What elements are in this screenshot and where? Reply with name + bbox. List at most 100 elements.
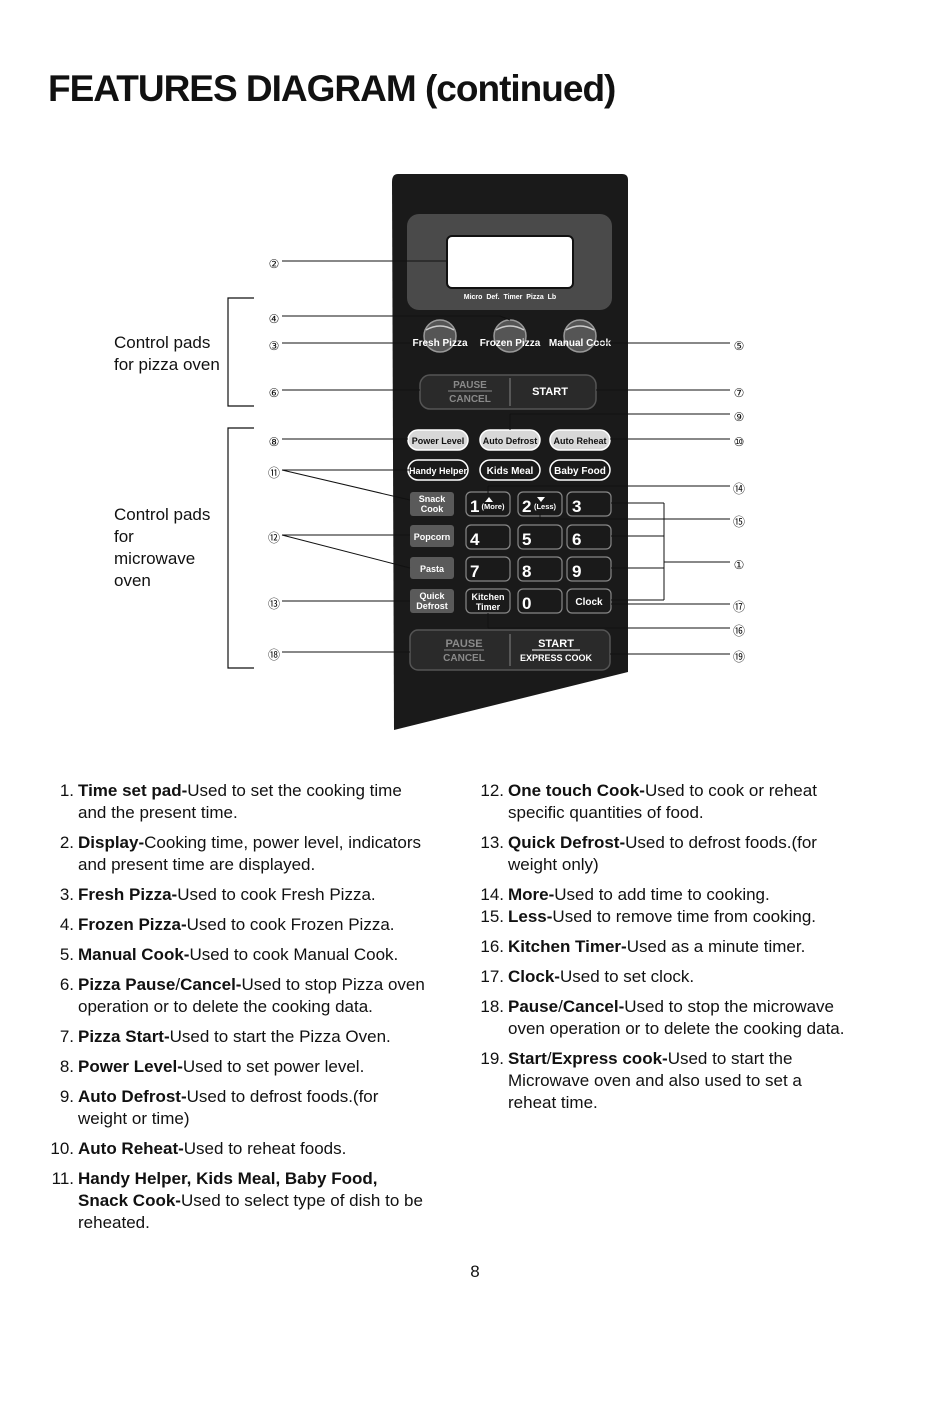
page-title: FEATURES DIAGRAM (continued) bbox=[48, 68, 616, 109]
snack-cook-button[interactable]: Snack Cook bbox=[410, 492, 454, 516]
svg-text:Kitchen: Kitchen bbox=[471, 592, 504, 602]
features-list-right: 12.One touch Cook-Used to cook or reheat… bbox=[478, 780, 898, 1122]
list-item: 16.Kitchen Timer-Used as a minute timer. bbox=[480, 937, 806, 956]
down-arrow-icon bbox=[537, 497, 545, 502]
auto-defrost-button[interactable]: Auto Defrost bbox=[479, 429, 541, 451]
digit-0-button[interactable]: 0 bbox=[517, 588, 563, 614]
microwave-start-express-button[interactable]: START EXPRESS COOK bbox=[520, 638, 593, 663]
digit-2-less-button[interactable]: 2 (Less) bbox=[517, 491, 563, 517]
list-item: 13.Quick Defrost-Used to defrost foods.(… bbox=[480, 833, 817, 874]
svg-text:5: 5 bbox=[522, 530, 531, 549]
svg-text:4: 4 bbox=[470, 530, 480, 549]
svg-text:EXPRESS COOK: EXPRESS COOK bbox=[520, 653, 593, 663]
kitchen-timer-button[interactable]: Kitchen Timer bbox=[465, 588, 511, 614]
digit-6-button[interactable]: 6 bbox=[566, 524, 612, 550]
digit-7-button[interactable]: 7 bbox=[465, 556, 511, 582]
svg-text:Power Level: Power Level bbox=[412, 436, 465, 446]
callout-5: ⑤ bbox=[734, 339, 745, 353]
svg-text:1: 1 bbox=[470, 497, 479, 516]
page-number: 8 bbox=[470, 1262, 480, 1281]
svg-text:6: 6 bbox=[572, 530, 581, 549]
callout-11: ⑪ bbox=[268, 466, 280, 480]
microwave-pause-cancel-button[interactable]: PAUSE CANCEL bbox=[443, 638, 485, 664]
fresh-pizza-label: Fresh Pizza bbox=[412, 338, 467, 349]
digit-5-button[interactable]: 5 bbox=[517, 524, 563, 550]
list-item: 12.One touch Cook-Used to cook or reheat… bbox=[480, 781, 817, 822]
power-level-button[interactable]: Power Level bbox=[407, 429, 469, 451]
callout-10: ⑩ bbox=[734, 435, 745, 449]
callout-3: ③ bbox=[269, 339, 280, 353]
list-item: 14.More-Used to add time to cooking. bbox=[480, 885, 770, 904]
pizza-start-button[interactable]: START bbox=[532, 386, 568, 398]
display-window bbox=[446, 235, 574, 289]
pasta-button[interactable]: Pasta bbox=[410, 557, 454, 579]
baby-food-button[interactable]: Baby Food bbox=[549, 459, 611, 481]
callout-6: ⑥ bbox=[269, 386, 280, 400]
svg-text:Pasta: Pasta bbox=[420, 564, 445, 574]
quick-defrost-button[interactable]: Quick Defrost bbox=[410, 589, 454, 613]
callout-9: ⑨ bbox=[734, 410, 745, 424]
svg-text:7: 7 bbox=[470, 562, 479, 581]
list-item: 3.Fresh Pizza-Used to cook Fresh Pizza. bbox=[59, 885, 376, 904]
clock-button[interactable]: Clock bbox=[566, 588, 612, 614]
handy-helper-button[interactable]: Handy Helper bbox=[407, 459, 469, 481]
list-item: 10.Auto Reheat-Used to reheat foods. bbox=[50, 1139, 347, 1158]
pizza-control-bar bbox=[419, 374, 597, 410]
svg-text:Quick: Quick bbox=[419, 591, 445, 601]
features-list-left: 1.Time set pad-Used to set the cooking t… bbox=[48, 780, 448, 1242]
svg-text:Snack: Snack bbox=[419, 494, 447, 504]
list-item: 17.Clock-Used to set clock. bbox=[480, 967, 695, 986]
svg-text:CANCEL: CANCEL bbox=[449, 394, 491, 405]
svg-text:9: 9 bbox=[572, 562, 581, 581]
list-item: 4.Frozen Pizza-Used to cook Frozen Pizza… bbox=[59, 915, 395, 934]
auto-reheat-button[interactable]: Auto Reheat bbox=[549, 429, 611, 451]
list-item: 15.Less-Used to remove time from cooking… bbox=[480, 907, 817, 926]
svg-text:8: 8 bbox=[522, 562, 531, 581]
svg-text:Popcorn: Popcorn bbox=[414, 532, 451, 542]
svg-text:Handy Helper: Handy Helper bbox=[409, 466, 468, 476]
list-item: 11.Handy Helper, Kids Meal, Baby Food,Sn… bbox=[51, 1169, 423, 1232]
pizza-bracket bbox=[227, 297, 254, 407]
fresh-pizza-button[interactable]: Fresh Pizza bbox=[412, 319, 468, 353]
list-item: 6.Pizza Pause/Cancel-Used to stop Pizza … bbox=[59, 975, 425, 1016]
callout-4: ④ bbox=[269, 312, 280, 326]
digit-1-more-button[interactable]: 1 (More) bbox=[465, 491, 511, 517]
svg-text:CANCEL: CANCEL bbox=[443, 653, 485, 664]
svg-text:PAUSE: PAUSE bbox=[445, 638, 482, 650]
svg-text:(More): (More) bbox=[482, 502, 505, 511]
svg-text:2: 2 bbox=[522, 497, 531, 516]
svg-text:Defrost: Defrost bbox=[416, 601, 448, 611]
svg-text:START: START bbox=[538, 638, 574, 650]
svg-text:Baby Food: Baby Food bbox=[554, 466, 606, 477]
callout-1: ① bbox=[734, 558, 745, 572]
svg-text:Clock: Clock bbox=[575, 597, 603, 608]
callout-14: ⑭ bbox=[733, 482, 745, 496]
list-item: 9.Auto Defrost-Used to defrost foods.(fo… bbox=[59, 1087, 379, 1128]
digit-9-button[interactable]: 9 bbox=[566, 556, 612, 582]
callout-16: ⑯ bbox=[733, 624, 745, 638]
digit-4-button[interactable]: 4 bbox=[465, 524, 511, 550]
display-indicators: Micro Def. Timer Pizza Lb bbox=[464, 294, 556, 301]
digit-8-button[interactable]: 8 bbox=[517, 556, 563, 582]
leader-lines bbox=[281, 260, 730, 655]
kids-meal-button[interactable]: Kids Meal bbox=[479, 459, 541, 481]
svg-text:Timer: Timer bbox=[476, 602, 501, 612]
list-item: 18.Pause/Cancel-Used to stop the microwa… bbox=[480, 997, 845, 1038]
callout-7: ⑦ bbox=[734, 386, 745, 400]
pizza-group-label: Control pads for pizza oven bbox=[114, 333, 220, 374]
popcorn-button[interactable]: Popcorn bbox=[410, 525, 454, 547]
callout-numbers: ② ④ ③ ⑥ ⑧ ⑪ ⑫ ⑬ ⑱ ⑤ ⑦ ⑨ ⑩ ⑭ ⑮ ① ⑰ ⑯ ⑲ bbox=[268, 257, 745, 664]
manual-cook-button[interactable]: Manual Cook bbox=[549, 319, 612, 353]
pizza-pause-cancel-button[interactable]: PAUSE CANCEL bbox=[448, 380, 492, 405]
microwave-group-label: Control pads for microwave oven bbox=[114, 505, 211, 590]
svg-text:Cook: Cook bbox=[421, 504, 444, 514]
svg-text:(Less): (Less) bbox=[534, 502, 557, 511]
digit-3-button[interactable]: 3 bbox=[566, 491, 612, 517]
up-arrow-icon bbox=[485, 497, 493, 502]
callout-2: ② bbox=[269, 257, 280, 271]
callout-13: ⑬ bbox=[268, 597, 280, 611]
svg-text:Auto Reheat: Auto Reheat bbox=[553, 436, 606, 446]
svg-text:0: 0 bbox=[522, 594, 531, 613]
callout-17: ⑰ bbox=[733, 600, 745, 614]
